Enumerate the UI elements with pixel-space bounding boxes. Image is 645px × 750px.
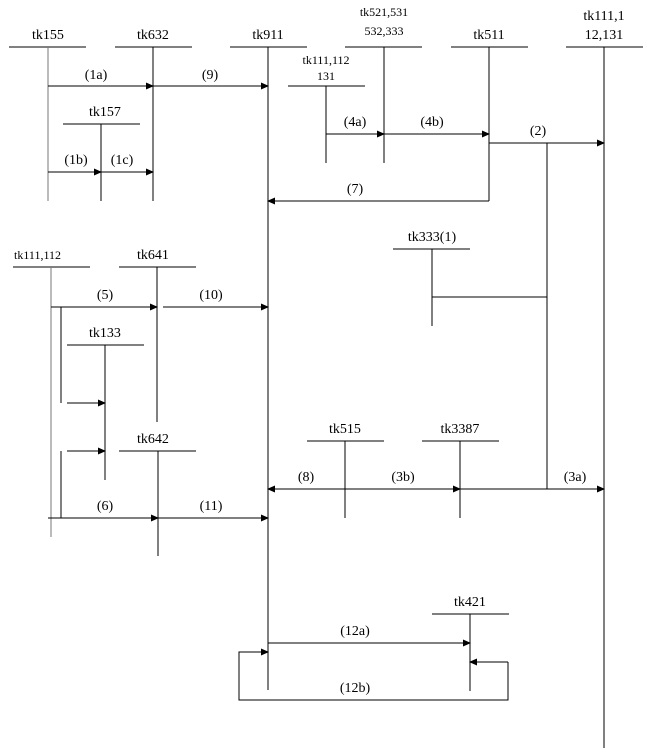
node-label-line2: 12,131 (585, 28, 624, 43)
node-label-line2: 532,333 (365, 24, 404, 38)
edge-label: (8) (298, 470, 315, 485)
edge-label: (7) (347, 182, 364, 197)
edge-1c: (1c) (101, 153, 154, 176)
node-tk111-112: tk111,112 (13, 248, 90, 537)
connector-tk333-branch (432, 143, 548, 489)
edge-5: (5) (51, 288, 158, 311)
edge-label: (5) (97, 288, 114, 303)
loop-path (238, 648, 509, 701)
node-tk515: tk515 (307, 422, 384, 518)
edge-4b: (4b) (384, 115, 490, 138)
node-tk421: tk421 (432, 595, 509, 691)
edge-label: (4b) (420, 115, 444, 130)
edge-7: (7) (267, 182, 489, 205)
node-label: tk421 (454, 595, 486, 610)
node-tk511: tk511 (451, 28, 528, 201)
node-tk155: tk155 (9, 28, 86, 201)
edge-label: (1a) (85, 68, 108, 83)
node-label: tk3387 (441, 422, 480, 437)
node-label: tk111,112 (14, 248, 61, 262)
node-label: tk642 (137, 432, 169, 447)
edge-8: (8) (267, 470, 345, 493)
edge-6: (6) (48, 499, 159, 522)
edge-label: (11) (200, 499, 223, 514)
node-label: tk157 (89, 105, 121, 120)
node-tk333: tk333(1) (393, 230, 470, 326)
edge-4a: (4a) (326, 115, 385, 138)
edge-label: (3b) (391, 470, 415, 485)
edge-label: (9) (202, 68, 219, 83)
node-tk111-112-131-inner: tk111,112 131 (288, 53, 365, 163)
edge-12a: (12a) (268, 624, 471, 647)
node-label: tk133 (89, 326, 121, 341)
node-tk3387: tk3387 (422, 422, 499, 518)
node-label: tk641 (137, 248, 169, 263)
edge-3b: (3b) (345, 470, 461, 493)
node-label-line2: 131 (317, 69, 335, 83)
node-tk157: tk157 (63, 105, 140, 201)
edge-label: (12b) (340, 681, 371, 696)
edge-2: (2) (489, 124, 605, 147)
edge-11: (11) (158, 499, 269, 522)
node-tk521-531-532-333: tk521,531 532,333 (345, 5, 422, 163)
node-label-line1: tk521,531 (360, 5, 408, 19)
node-label: tk515 (329, 422, 361, 437)
edge-label: (1b) (64, 153, 88, 168)
node-tk911: tk911 (230, 28, 307, 690)
node-tk642: tk642 (119, 432, 196, 556)
edge-label: (1c) (111, 153, 134, 168)
edge-label: (2) (530, 124, 547, 139)
edge-label: (3a) (564, 470, 587, 485)
node-label: tk632 (137, 28, 169, 43)
node-label: tk511 (473, 28, 504, 43)
branch-to-tk133 (60, 307, 106, 518)
edge-1a: (1a) (48, 68, 154, 90)
node-label-line1: tk111,112 (303, 53, 350, 67)
node-label-line1: tk111,1 (583, 9, 624, 24)
node-label: tk155 (32, 28, 64, 43)
edge-1b: (1b) (48, 153, 102, 176)
node-tk111-112-131-main: tk111,1 12,131 (566, 9, 643, 748)
edge-label: (6) (97, 499, 114, 514)
node-tk632: tk632 (115, 28, 192, 201)
node-label: tk911 (252, 28, 283, 43)
node-tk133: tk133 (67, 326, 144, 480)
edge-label: (10) (199, 288, 223, 303)
edge-9: (9) (153, 68, 269, 90)
edge-10: (10) (163, 288, 269, 311)
node-label: tk333(1) (408, 230, 457, 245)
edge-3a: (3a) (460, 470, 605, 493)
edge-12b: (12b) (238, 648, 509, 701)
node-tk641: tk641 (119, 248, 196, 422)
edge-label: (4a) (344, 115, 367, 130)
edge-label: (12a) (340, 624, 370, 639)
